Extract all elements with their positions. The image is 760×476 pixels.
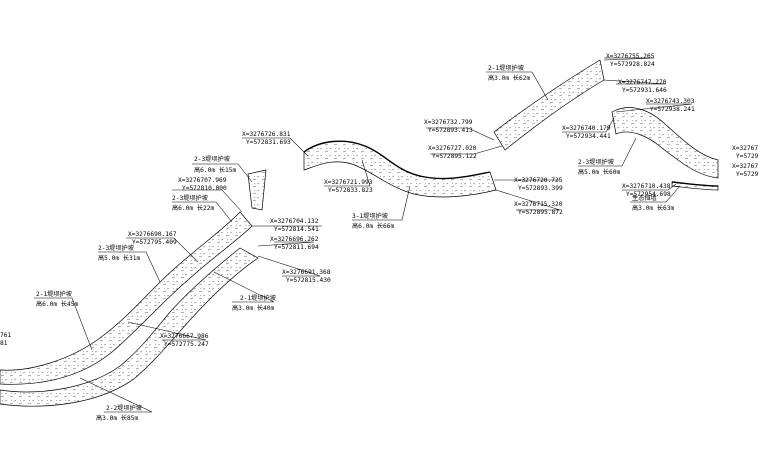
segment-code: 2-1堤坝护坡: [36, 290, 72, 298]
coord-label: X=3276690.167 Y=572795.409: [128, 231, 177, 246]
coord-label: X=3276726.831 Y=572831.693: [242, 131, 291, 146]
segment-size: 高3.0m 长40m: [232, 304, 274, 312]
svg-text:Y=572811.694: Y=572811.694: [274, 244, 319, 251]
segment-code: 3-1堤坝护坡: [352, 212, 388, 220]
svg-text:Y=572815.430: Y=572815.430: [286, 277, 331, 284]
svg-text:X=3276721.993: X=3276721.993: [324, 179, 373, 186]
svg-text:X=3276707.969: X=3276707.969: [178, 177, 227, 184]
segment-code: 生态挡墙: [632, 194, 657, 202]
segment-size: 高3.0m 长62m: [488, 74, 530, 82]
coord-label: X=3276747.270 Y=572931.646: [618, 79, 667, 94]
svg-text:X=3276747.270: X=3276747.270: [618, 79, 667, 86]
coord-label: X=3276732.799 Y=572893.413: [424, 119, 473, 134]
svg-text:X=3276732.799: X=3276732.799: [424, 119, 473, 126]
segment-size: 高3.0m 长63m: [632, 204, 674, 212]
svg-text:X=3276696.262: X=3276696.262: [270, 236, 319, 243]
segment-code: 2-3堤坝护坡: [578, 158, 614, 166]
segment-size: 高6.0m 长22m: [172, 204, 214, 212]
segment-code: 2-2堤坝护坡: [106, 404, 142, 412]
segment-code: 2-3堤坝护坡: [172, 194, 208, 202]
svg-text:Y=572814.541: Y=572814.541: [274, 226, 319, 233]
svg-text:Y=572795.409: Y=572795.409: [132, 239, 177, 246]
segment-label-s6: 2-3堤坝护坡 高6.0m 长15m: [194, 155, 236, 174]
svg-text:X=3276726.831: X=3276726.831: [242, 131, 291, 138]
coord-label: X=3276721.993 Y=572833.823: [324, 179, 373, 194]
edge-fragment: Y=5729: [736, 153, 759, 160]
segment-label-s8: 2-1堤坝护坡 高3.0m 长62m: [488, 64, 530, 82]
segment-label-s2: 2-2堤坝护坡 高3.0m 长85m: [96, 404, 142, 422]
svg-text:X=3276740.179: X=3276740.179: [562, 125, 611, 132]
coord-label: X=3276696.262 Y=572811.694: [270, 236, 319, 251]
svg-text:Y=572954.698: Y=572954.698: [626, 191, 671, 198]
svg-text:X=3276743.303: X=3276743.303: [646, 98, 695, 105]
segment-code: 2-1堤坝护坡: [240, 294, 276, 302]
segment-code: 2-1堤坝护坡: [488, 64, 524, 72]
edge-fragment: Y=5729: [736, 171, 759, 178]
slope-body-left-upper: [0, 211, 253, 385]
segment-size: 高6.0m 长15m: [194, 166, 236, 174]
svg-text:Y=572931.646: Y=572931.646: [622, 87, 667, 94]
slope-body-small-top: [247, 169, 267, 211]
svg-text:Y=572895.122: Y=572895.122: [432, 153, 477, 160]
segment-label-s4: 2-1堤坝护坡 高3.0m 长40m: [232, 294, 276, 312]
svg-text:X=3276710.438: X=3276710.438: [622, 183, 671, 190]
coord-label: X=3276727.020 Y=572895.122: [428, 145, 477, 160]
segment-label-s7: 3-1堤坝护坡 高6.0m 长66m: [352, 212, 394, 230]
slope-edge-center: [303, 140, 491, 180]
segment-label-s9: 2-3堤坝护坡 高5.0m 长60m: [578, 158, 620, 176]
coord-label: X=3276667.986 Y=572775.247: [160, 333, 209, 348]
coord-label: X=3276720.725 Y=572893.399: [514, 177, 563, 192]
svg-text:Y=572833.823: Y=572833.823: [328, 187, 373, 194]
leader-lines: [34, 57, 693, 413]
slope-body-right: [611, 107, 719, 179]
svg-text:X=3276667.986: X=3276667.986: [160, 333, 209, 340]
segment-label-s1: 2-1堤坝护坡 高6.0m 长45m: [36, 290, 78, 308]
segment-size: 高6.0m 长66m: [352, 222, 394, 230]
edge-fragment: X=32767: [732, 145, 758, 152]
segment-size: 高3.0m 长85m: [96, 414, 138, 422]
edge-fragment: X=32767: [732, 163, 758, 170]
edge-fragment: 81: [0, 340, 8, 347]
segment-label-s3: 2-3堤坝护坡 高5.0m 长31m: [98, 244, 140, 262]
svg-text:Y=572938.241: Y=572938.241: [650, 106, 695, 113]
segment-size: 高5.0m 长60m: [578, 168, 620, 176]
coord-label: X=3276704.132 Y=572814.541: [270, 218, 319, 233]
svg-text:Y=572810.000: Y=572810.000: [182, 185, 227, 192]
segment-label-s10: 生态挡墙 高3.0m 长63m: [632, 194, 674, 212]
svg-text:Y=572893.399: Y=572893.399: [518, 185, 563, 192]
edge-fragment: 761: [0, 332, 11, 339]
coord-label: X=3276715.320 Y=572895.872: [514, 201, 563, 216]
coord-label: X=3276691.368 Y=572815.430: [282, 269, 331, 284]
slope-edge-right-strip: [671, 181, 719, 187]
svg-text:Y=572928.824: Y=572928.824: [610, 61, 655, 68]
svg-text:Y=572775.247: Y=572775.247: [164, 341, 209, 348]
coord-label: X=3276710.438 Y=572954.698: [622, 183, 671, 198]
svg-text:X=3276704.132: X=3276704.132: [270, 218, 319, 225]
svg-text:Y=572893.413: Y=572893.413: [428, 127, 473, 134]
segment-label-s5: 2-3堤坝护坡 高6.0m 长22m: [172, 194, 214, 212]
coord-label: X=3276740.179 Y=572934.441: [562, 125, 611, 140]
svg-text:Y=572895.872: Y=572895.872: [518, 209, 563, 216]
svg-text:X=3276720.725: X=3276720.725: [514, 177, 563, 184]
segment-size: 高6.0m 长45m: [36, 300, 78, 308]
coord-label: X=3276743.303 Y=572938.241: [646, 98, 695, 113]
coord-label: X=3276707.969 Y=572810.000: [178, 177, 227, 192]
svg-text:X=3276727.020: X=3276727.020: [428, 145, 477, 152]
svg-text:Y=572831.693: Y=572831.693: [246, 139, 291, 146]
coord-label: X=3276755.265 Y=572928.824: [606, 53, 655, 68]
svg-text:X=3276691.368: X=3276691.368: [282, 269, 331, 276]
segment-size: 高5.0m 长31m: [98, 254, 140, 262]
svg-text:X=3276755.265: X=3276755.265: [606, 53, 655, 60]
slope-body-left-lower: [0, 247, 259, 407]
segment-code: 2-3堤坝护坡: [98, 244, 134, 252]
svg-text:X=3276715.320: X=3276715.320: [514, 201, 563, 208]
svg-text:X=3276690.167: X=3276690.167: [128, 231, 177, 238]
segment-code: 2-3堤坝护坡: [194, 155, 230, 163]
svg-text:Y=572934.441: Y=572934.441: [566, 133, 611, 140]
